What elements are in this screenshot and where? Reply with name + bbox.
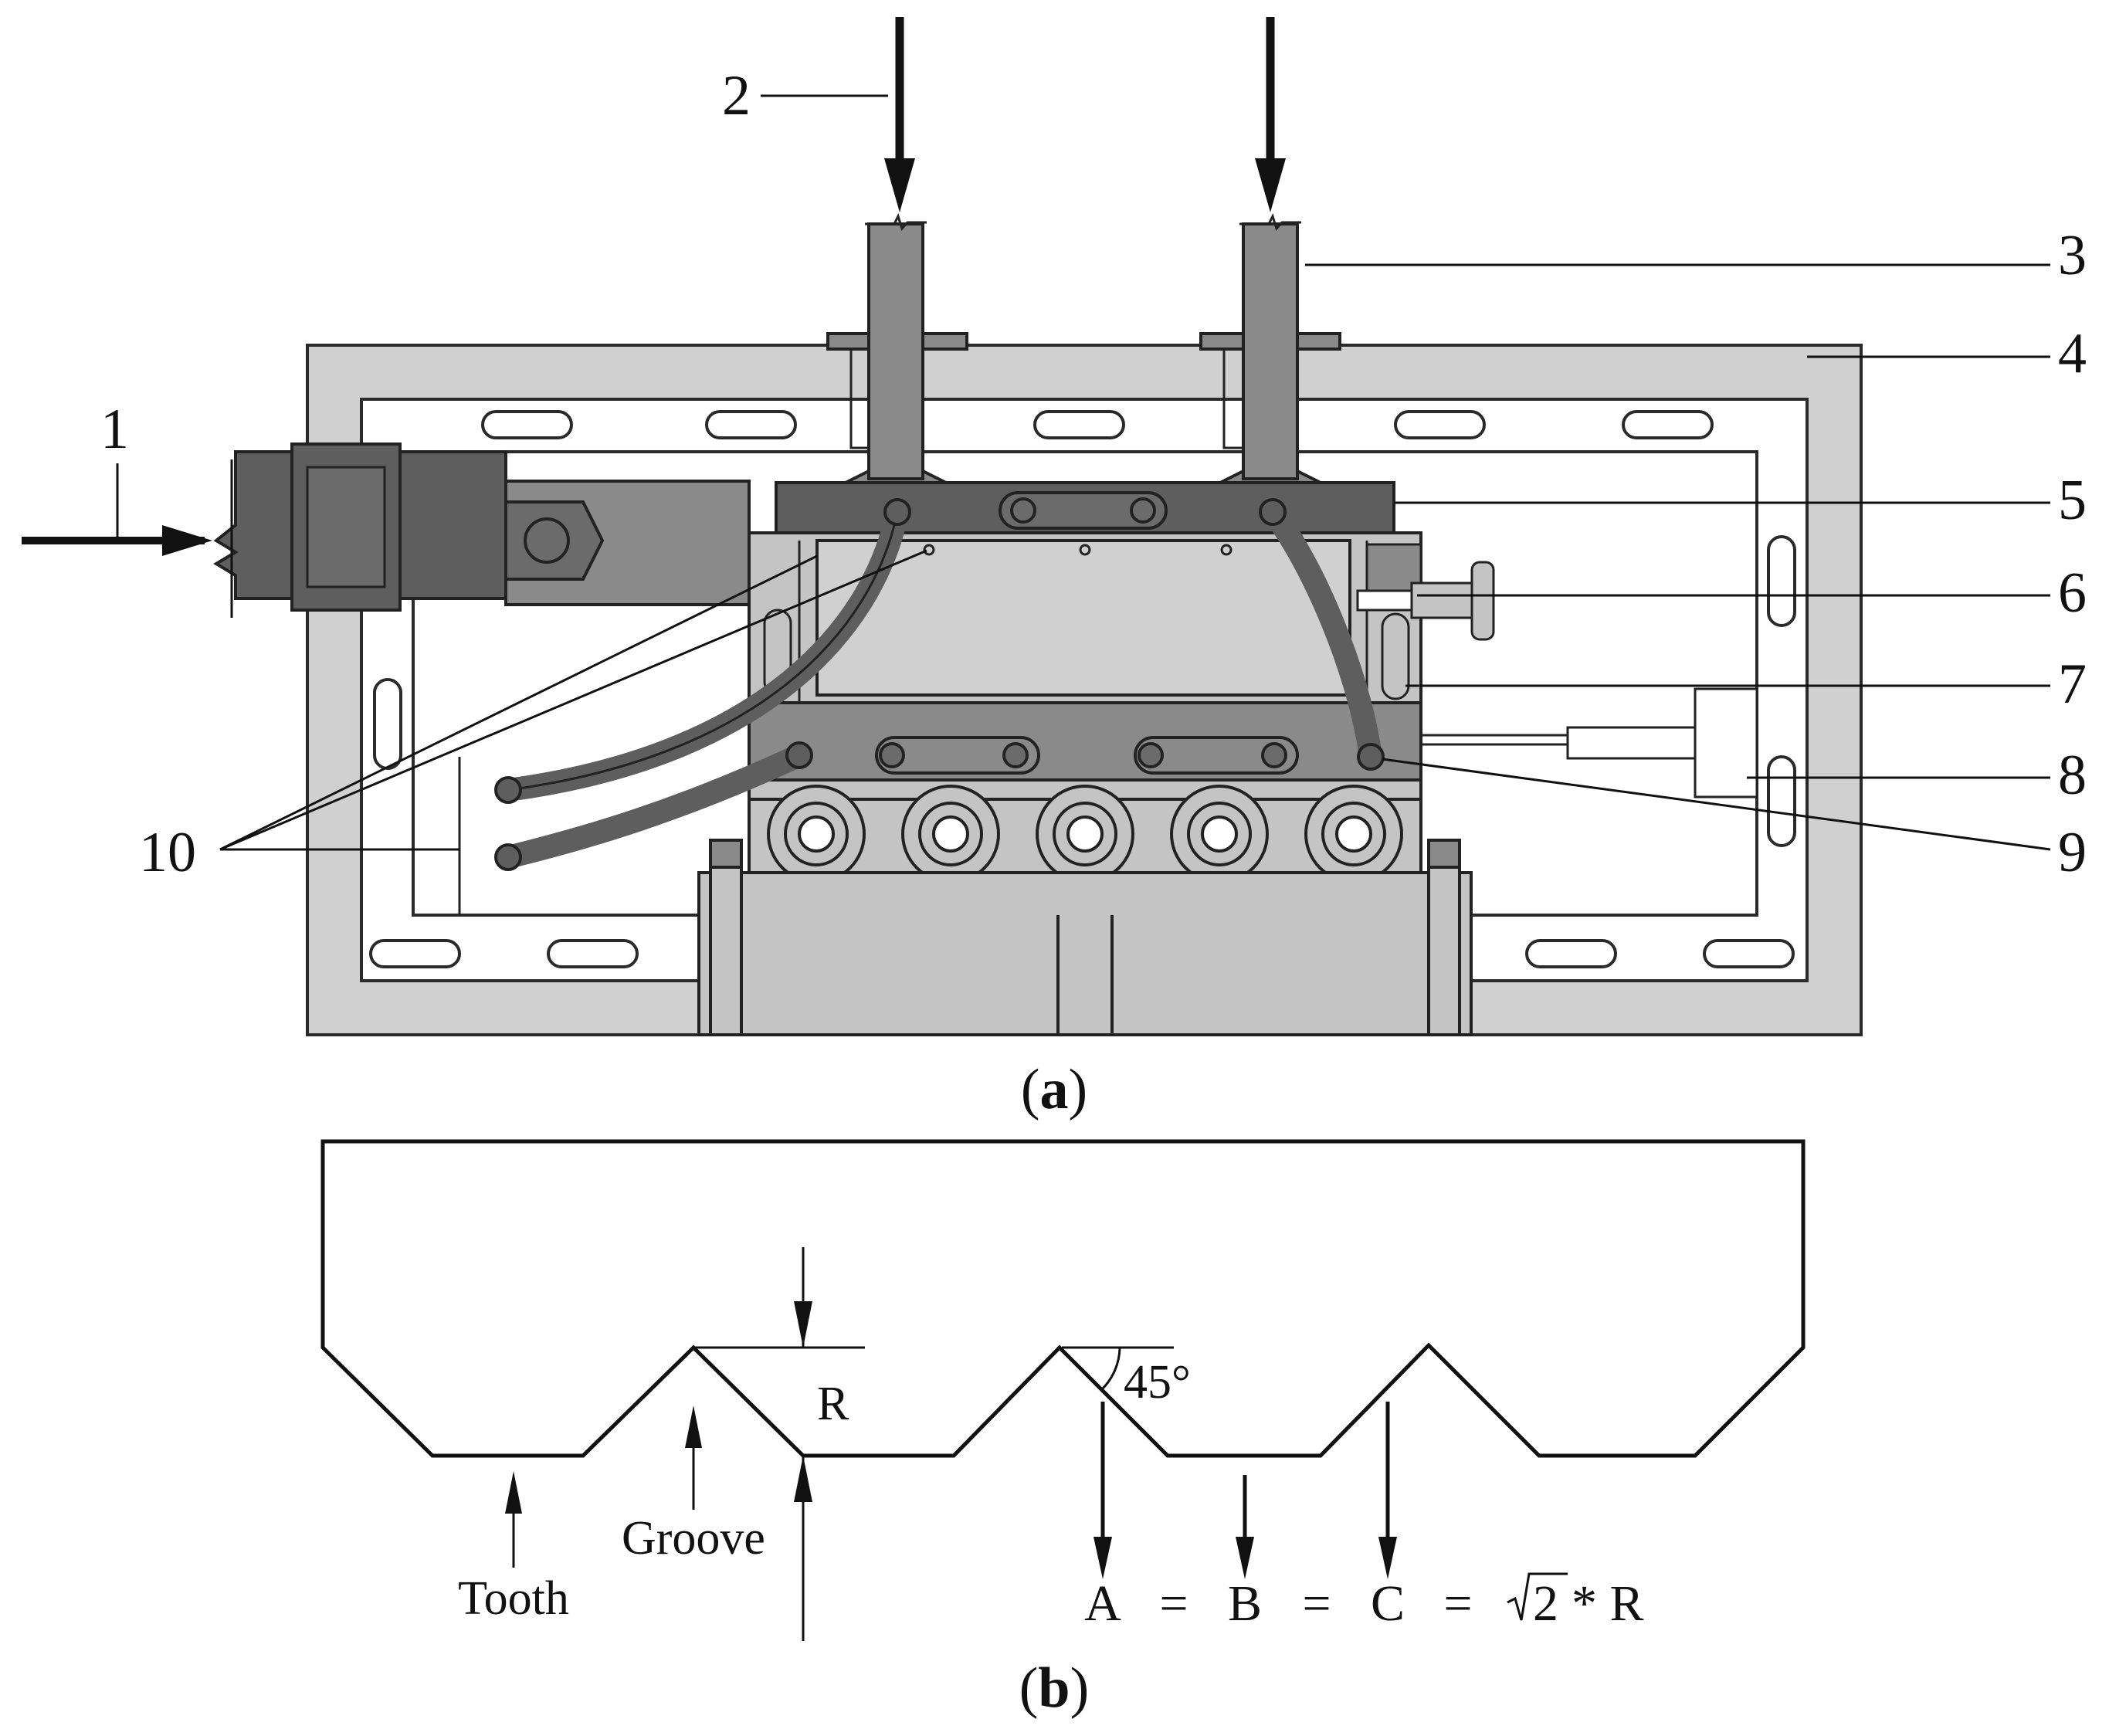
svg-text:B: B [1228, 1575, 1262, 1632]
svg-text:2: 2 [1533, 1575, 1558, 1632]
rod-collar-inner [306, 466, 386, 588]
loading-posts [826, 213, 1341, 484]
sqrt-sign [1507, 1572, 1568, 1621]
svg-text:=: = [1302, 1575, 1331, 1632]
callout-4: 4 [2058, 322, 2087, 385]
svg-text:=: = [1443, 1575, 1472, 1632]
tooth-profile [320, 1139, 1806, 1458]
callout-9: 9 [2058, 821, 2087, 884]
curved-links [497, 500, 1382, 869]
specimen [815, 539, 1351, 697]
svg-text:A: A [1084, 1575, 1121, 1632]
callout-5: 5 [2058, 469, 2087, 532]
callout-lines [116, 94, 2051, 851]
lower-crossbar [748, 701, 1422, 782]
adjust-bolt [1356, 589, 1413, 612]
callout-2: 2 [722, 64, 751, 127]
displacement-sensor [1566, 726, 1697, 760]
panel-a-apparatus: 1 2 3 4 5 6 7 8 9 10 (a) [22, 17, 2087, 1121]
rollers [767, 785, 1403, 883]
panel-b-tooth-profile: R 45° Tooth Groove A = B = C = 2 * R [320, 1139, 1806, 1720]
frame-slots [369, 410, 1796, 968]
angle-arc [1100, 1347, 1121, 1392]
svg-text:=: = [1159, 1575, 1188, 1632]
radius-label: R [817, 1378, 849, 1430]
callout-1: 1 [100, 398, 129, 461]
caption-b: (b) [1019, 1656, 1089, 1720]
caption-a: (a) [1021, 1058, 1087, 1121]
callout-8: 8 [2058, 744, 2087, 807]
tooth-label: Tooth [458, 1572, 569, 1625]
groove-label: Groove [622, 1512, 765, 1565]
callout-7: 7 [2058, 653, 2087, 716]
callout-6: 6 [2058, 561, 2087, 625]
equation: A = B = C = 2 * R [1084, 1572, 1644, 1632]
callout-3: 3 [2058, 224, 2087, 287]
angle-label: 45° [1124, 1356, 1191, 1409]
svg-text:* R: * R [1572, 1575, 1644, 1632]
callout-10: 10 [139, 821, 196, 884]
svg-text:C: C [1371, 1575, 1405, 1632]
base-support [697, 839, 1473, 1036]
